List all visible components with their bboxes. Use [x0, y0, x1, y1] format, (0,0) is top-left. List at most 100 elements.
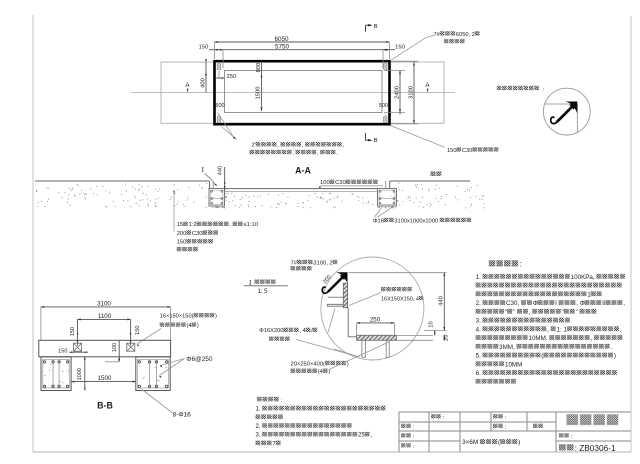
- svg-text:A-A: A-A: [295, 166, 311, 176]
- svg-text:(: (: [541, 353, 544, 360]
- svg-text:5.: 5.: [476, 353, 481, 360]
- svg-text:C30,: C30,: [506, 300, 519, 307]
- svg-text:3100: 3100: [97, 300, 111, 307]
- svg-text:250: 250: [370, 316, 381, 323]
- svg-text:3×6M: 3×6M: [462, 439, 478, 446]
- svg-text::: :: [413, 425, 415, 431]
- svg-text:1100: 1100: [98, 313, 112, 320]
- svg-text:I: I: [249, 279, 252, 287]
- svg-text:): ): [215, 314, 217, 320]
- svg-text:10MM: 10MM: [505, 361, 522, 368]
- svg-text:(: (: [498, 439, 501, 446]
- svg-text:(4: (4: [186, 323, 191, 329]
- svg-text:1: 1: 1: 1: [557, 326, 568, 333]
- svg-text:1000: 1000: [77, 368, 83, 380]
- svg-text:A: A: [185, 82, 190, 89]
- svg-text:440: 440: [439, 296, 445, 306]
- svg-text:500: 500: [215, 103, 224, 109]
- svg-text:3.: 3.: [476, 318, 481, 325]
- svg-text::: :: [281, 398, 283, 404]
- svg-text:(4: (4: [318, 369, 324, 375]
- svg-text:": ": [505, 309, 507, 316]
- svg-text:8-Φ16: 8-Φ16: [173, 412, 192, 419]
- svg-text:100: 100: [112, 343, 118, 352]
- svg-text:): ): [518, 439, 520, 446]
- svg-text:A: A: [425, 82, 430, 89]
- svg-text:,: ,: [343, 143, 345, 149]
- svg-text:2.: 2.: [476, 300, 481, 307]
- svg-text:7#: 7#: [291, 260, 298, 266]
- svg-text:10: 10: [429, 321, 435, 327]
- svg-text:2400: 2400: [395, 86, 401, 99]
- svg-text:5750: 5750: [275, 44, 290, 51]
- svg-text:3100x1000x1000: 3100x1000x1000: [394, 218, 438, 224]
- svg-text:II: II: [602, 300, 606, 307]
- svg-text:,: ,: [292, 150, 294, 156]
- svg-text:B: B: [374, 138, 378, 144]
- svg-text::: :: [413, 444, 415, 450]
- svg-text:6050, 2: 6050, 2: [456, 32, 475, 38]
- svg-text:, 4: , 4: [299, 328, 305, 334]
- svg-text:16×150×150(: 16×150×150(: [160, 314, 194, 320]
- svg-text:": ": [562, 309, 564, 316]
- svg-text:,: ,: [620, 326, 622, 333]
- svg-text:150: 150: [70, 327, 76, 336]
- svg-text:B: B: [374, 24, 378, 30]
- svg-text:, Φ: , Φ: [576, 300, 584, 307]
- svg-text:Φ6@250: Φ6@250: [186, 356, 213, 363]
- svg-text::: :: [505, 415, 507, 421]
- svg-text:6050: 6050: [274, 36, 289, 43]
- svg-text:Φ: Φ: [533, 300, 538, 307]
- svg-text:": ": [576, 309, 578, 316]
- svg-text:Φ16X200: Φ16X200: [259, 328, 283, 334]
- svg-text::: :: [443, 415, 445, 421]
- svg-text:200: 200: [177, 231, 187, 237]
- svg-text:.: .: [336, 150, 338, 156]
- svg-text:400: 400: [201, 78, 207, 88]
- svg-text:2′: 2′: [252, 143, 256, 149]
- svg-text:): ): [347, 361, 349, 367]
- svg-text:100: 100: [320, 180, 330, 186]
- svg-text:,: ,: [302, 143, 304, 149]
- svg-text:1: 1: [587, 291, 591, 298]
- svg-text:150: 150: [447, 148, 457, 154]
- svg-text:3MM,: 3MM,: [499, 344, 515, 351]
- svg-text:,: ,: [317, 150, 319, 156]
- svg-text:): ): [328, 369, 330, 375]
- svg-text::: :: [520, 260, 522, 269]
- svg-text:150: 150: [58, 348, 67, 354]
- svg-text:.: .: [571, 318, 573, 325]
- svg-text:150: 150: [199, 45, 209, 51]
- svg-text:10MM.: 10MM.: [528, 335, 547, 342]
- svg-text::: :: [413, 434, 415, 440]
- svg-text:200: 200: [322, 274, 333, 285]
- svg-text:B-B: B-B: [97, 401, 113, 411]
- svg-text:.: .: [610, 344, 612, 351]
- svg-text:Φ16: Φ16: [373, 218, 384, 224]
- svg-text:25: 25: [358, 433, 365, 439]
- svg-text:.: .: [229, 222, 231, 228]
- svg-text:16X150X150, 4: 16X150X150, 4: [381, 296, 419, 302]
- svg-text:20: 20: [444, 335, 450, 341]
- svg-text:1500: 1500: [98, 375, 112, 382]
- svg-text:I: I: [555, 300, 557, 307]
- svg-text:,: ,: [590, 335, 592, 342]
- svg-text:3100, 2: 3100, 2: [313, 260, 332, 266]
- svg-text:3.: 3.: [256, 433, 261, 439]
- svg-text:100KPa,: 100KPa,: [571, 274, 595, 281]
- svg-text:150: 150: [395, 45, 405, 51]
- svg-text:250: 250: [227, 74, 237, 80]
- svg-text:4.: 4.: [476, 326, 481, 333]
- svg-text:1: 5: 1: 5: [258, 289, 269, 295]
- svg-text:3100: 3100: [409, 86, 415, 99]
- svg-text:1500: 1500: [256, 87, 262, 100]
- svg-text::: :: [505, 425, 507, 431]
- svg-text:1:2: 1:2: [189, 222, 197, 228]
- svg-text:500: 500: [379, 103, 388, 109]
- svg-text:,: ,: [370, 433, 372, 439]
- svg-text:,: ,: [623, 300, 625, 307]
- svg-text:: ZB0306-1: : ZB0306-1: [575, 443, 616, 453]
- svg-text::: :: [543, 87, 545, 93]
- svg-text:7: 7: [272, 441, 276, 447]
- svg-text:": ": [513, 309, 515, 316]
